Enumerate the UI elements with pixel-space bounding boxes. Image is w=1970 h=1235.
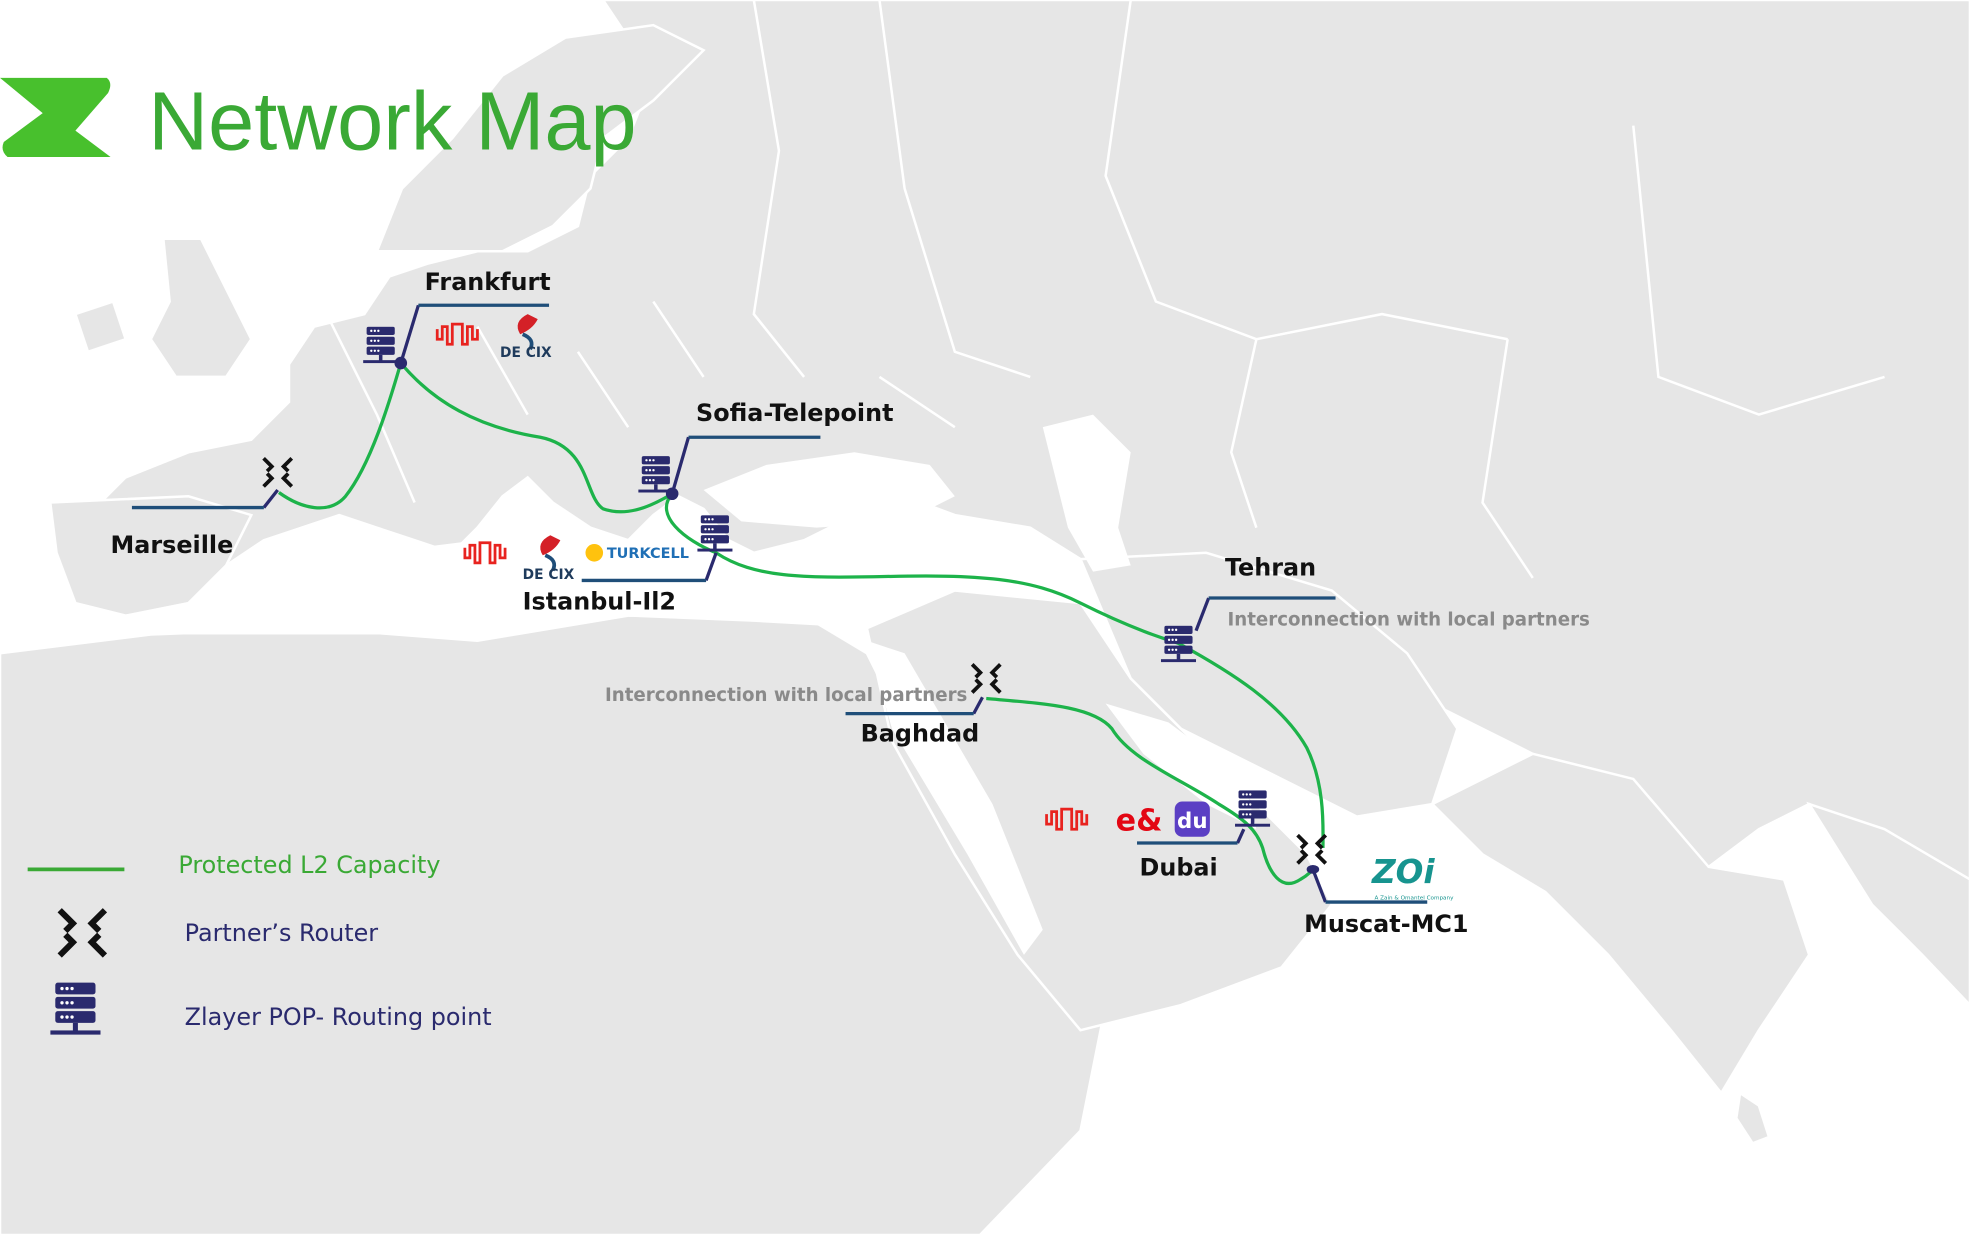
svg-text:DE CIX: DE CIX [523, 567, 575, 583]
protected-l2-routes [277, 362, 1325, 886]
page-title: Network Map [148, 75, 636, 168]
decix-logo: DE CIX [500, 314, 552, 361]
decix-logo: DE CIX [523, 535, 575, 583]
route-sofia-istanbul-tehran [664, 492, 1179, 645]
tehran-partners-note: Interconnection with local partners [1227, 610, 1589, 631]
city-label-istanbul: Istanbul-Il2 [523, 587, 676, 615]
zoi-logo-text: ZOi [1371, 853, 1435, 891]
legend-label-pop: Zlayer POP- Routing point [185, 1003, 492, 1031]
red-sea [866, 640, 1043, 955]
city-label-dubai: Dubai [1140, 854, 1218, 882]
zoi-logo: ZOi A Zain & Omantel Company [1371, 853, 1454, 901]
route-baghdad-dubai-muscat [986, 696, 1315, 886]
site-istanbul[interactable]: Istanbul-Il2 DE CIX TURKCELL [463, 515, 733, 615]
eand-logo: e& [1116, 803, 1163, 838]
site-dubai[interactable]: Dubai e& du [1045, 790, 1271, 882]
city-label-frankfurt: Frankfurt [425, 268, 551, 296]
india-landmass [1430, 752, 1811, 1096]
country-borders [325, 0, 1885, 579]
city-label-sofia: Sofia-Telepoint [696, 399, 893, 427]
site-sofia[interactable]: Sofia-Telepoint [638, 399, 893, 501]
caspian-sea [1042, 414, 1131, 572]
turkcell-logo: TURKCELL [585, 544, 689, 562]
city-label-tehran: Tehran [1225, 553, 1316, 581]
baghdad-partners-note: Interconnection with local partners [605, 685, 967, 706]
uk-landmass [73, 237, 253, 379]
mediterranean-sea [150, 540, 867, 635]
iran-landmass [1078, 551, 1459, 818]
route-tehran-muscat [1177, 641, 1325, 849]
du-logo: du [1174, 801, 1210, 837]
route-node [394, 356, 408, 370]
route-marseille-frankfurt [277, 362, 403, 510]
site-frankfurt[interactable]: Frankfurt DE CIX [363, 268, 552, 370]
site-marseille[interactable]: Marseille [111, 456, 294, 559]
legend: Protected L2 Capacity Partner’s Router Z… [27, 851, 492, 1035]
legend-label-router: Partner’s Router [185, 919, 379, 947]
legend-label-l2: Protected L2 Capacity [178, 851, 440, 879]
city-label-marseille: Marseille [111, 531, 234, 559]
scandinavia-landmass [375, 23, 706, 253]
persian-gulf [1105, 703, 1257, 830]
city-label-muscat: Muscat-MC1 [1304, 910, 1468, 938]
zoi-logo-tagline: A Zain & Omantel Company [1374, 896, 1454, 902]
route-frankfurt-sofia [399, 362, 674, 514]
black-sea [703, 452, 955, 528]
srilanka-landmass [1734, 1090, 1771, 1145]
site-tehran[interactable]: Tehran Interconnection with local partne… [1160, 553, 1590, 663]
city-label-baghdad: Baghdad [861, 719, 980, 747]
brand-logo [0, 77, 111, 158]
route-node [665, 487, 679, 501]
route-node [1306, 865, 1320, 874]
arabia-landmass [865, 589, 1334, 1032]
svg-text:DE CIX: DE CIX [500, 345, 552, 361]
svg-text:TURKCELL: TURKCELL [607, 546, 689, 562]
site-muscat[interactable]: Muscat-MC1 ZOi A Zain & Omantel Company [1295, 833, 1469, 938]
site-baghdad[interactable]: Baghdad Interconnection with local partn… [605, 662, 1003, 747]
svg-text:du: du [1177, 809, 1207, 834]
